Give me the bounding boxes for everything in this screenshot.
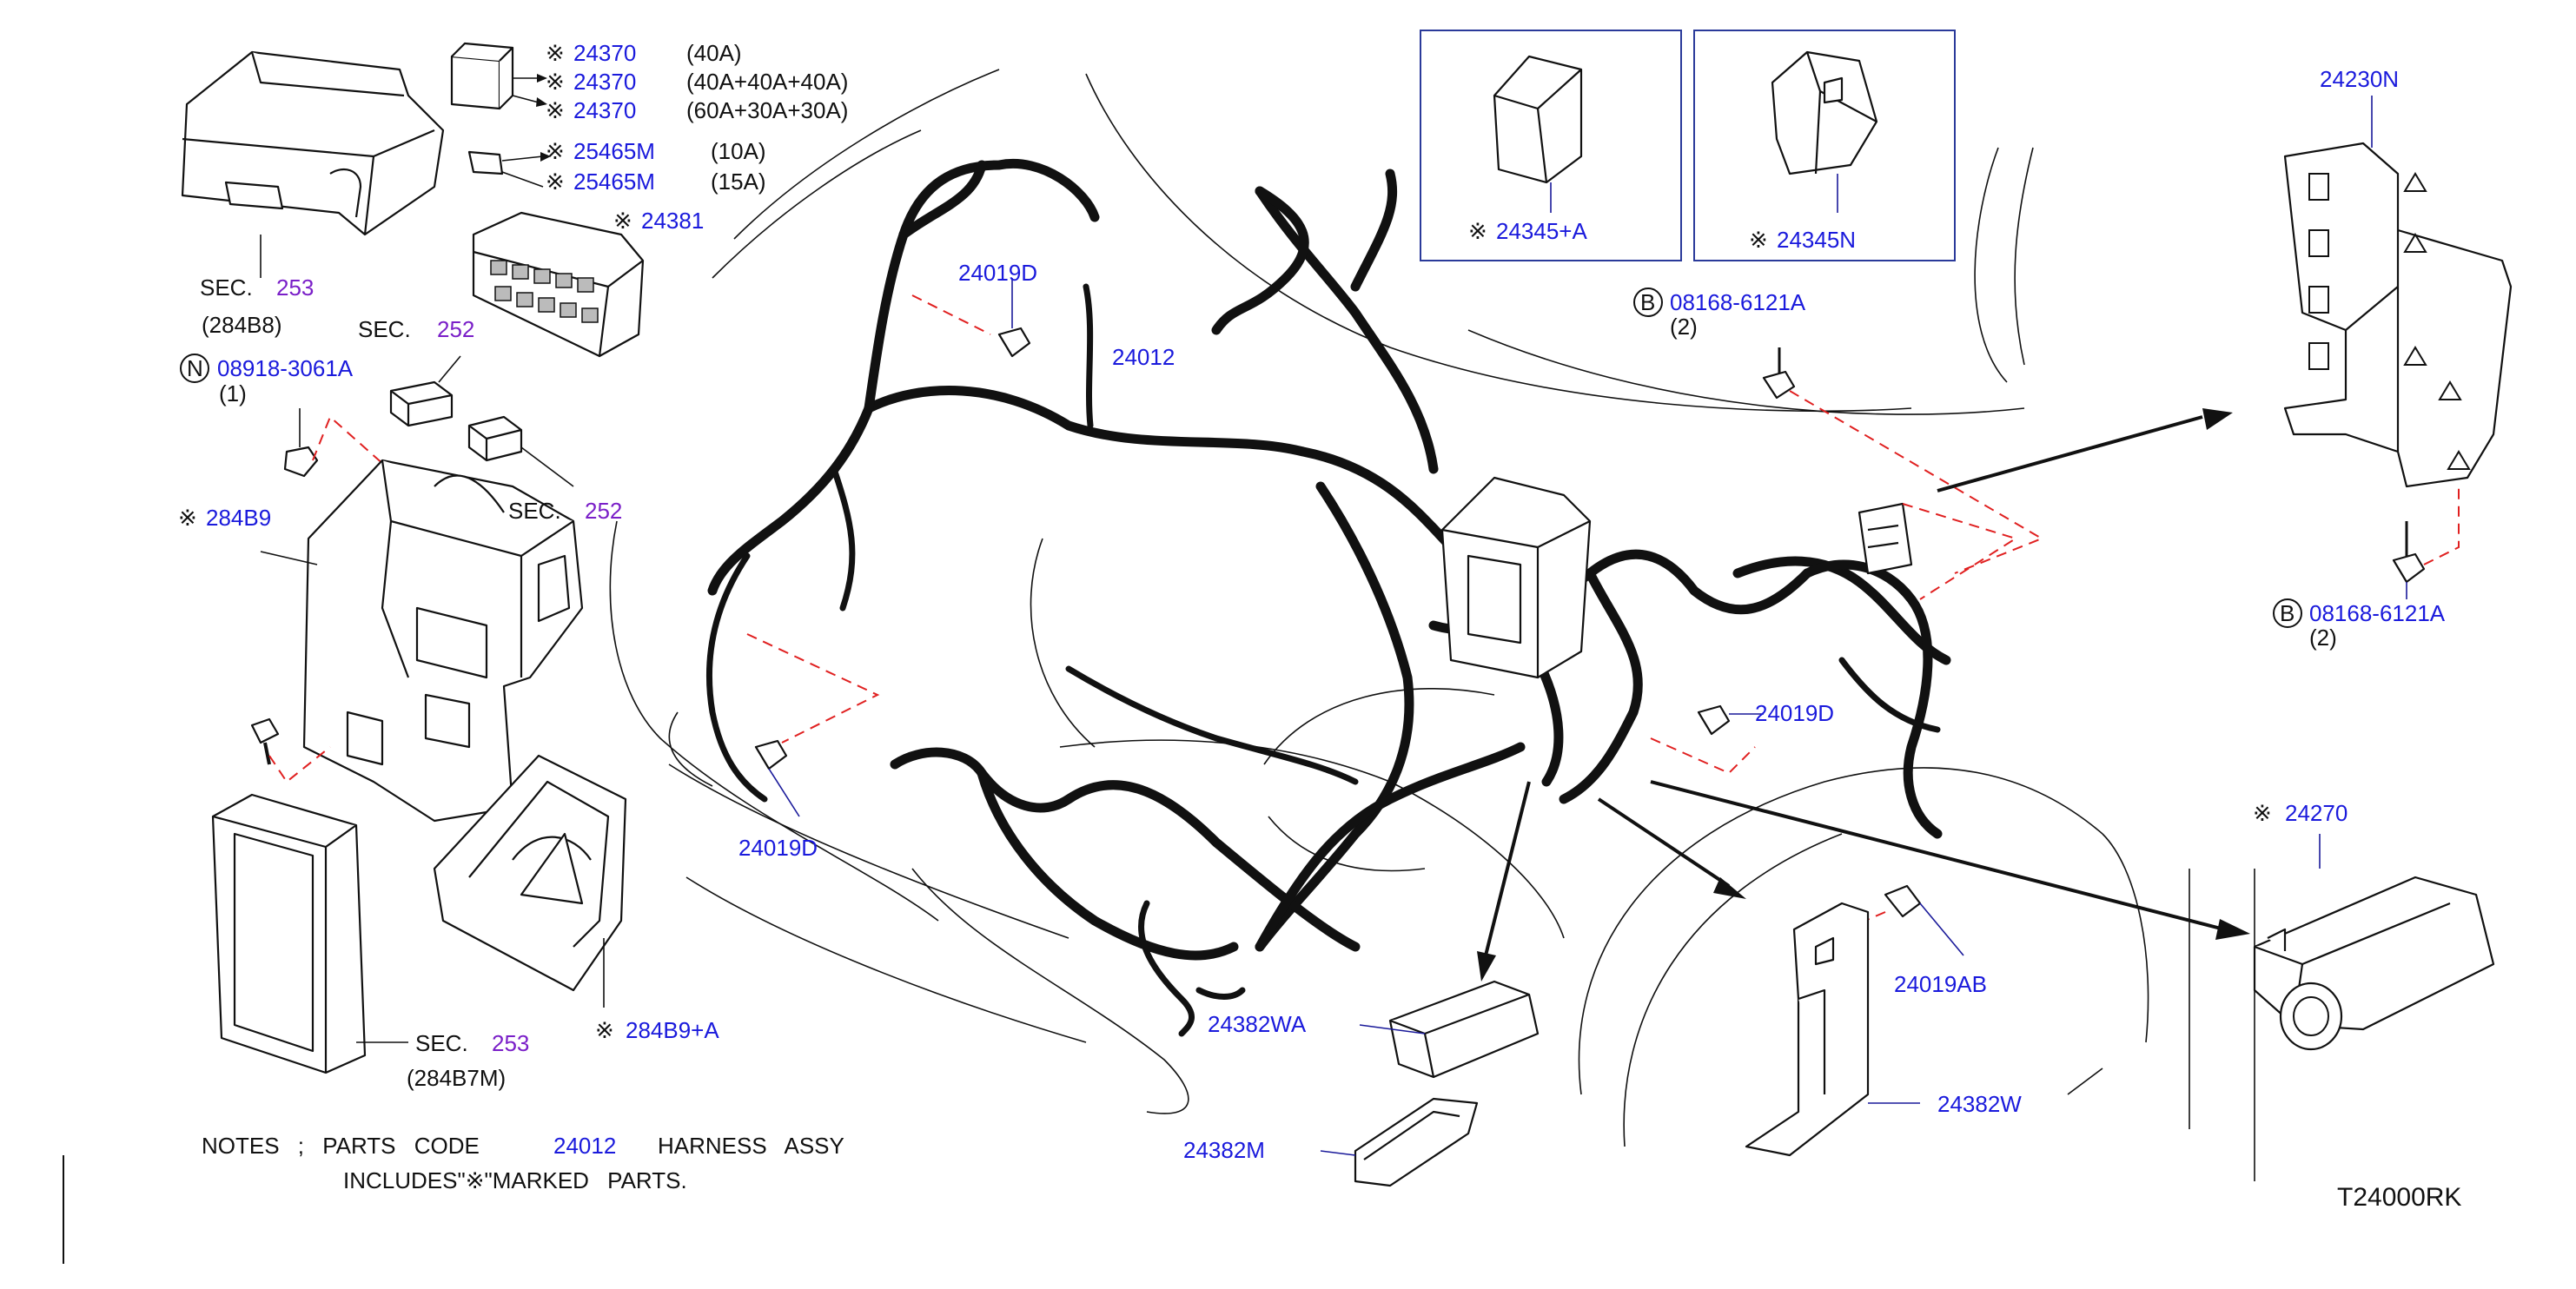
bracket-24382W: [1745, 902, 1920, 1157]
label-08918-3061A[interactable]: 08918-3061A: [217, 355, 354, 381]
sec-253-top[interactable]: 253: [276, 274, 314, 301]
mark: ※: [595, 1017, 614, 1043]
relay-connector-block: [1858, 502, 2018, 600]
mark: ※: [546, 40, 565, 66]
ecm-module: [211, 793, 408, 1074]
circle-b-letter: B: [2280, 600, 2295, 626]
fuse-list-spec-1: (40A): [686, 40, 742, 66]
engine-room-fuse-box: [1440, 476, 1592, 679]
fuse-list-spec-2: (40A+40A+40A): [686, 69, 848, 95]
fuse-list-spec-3: (60A+30A+30A): [686, 97, 848, 123]
sec-label: SEC.: [358, 316, 411, 342]
qty-1: (1): [219, 380, 247, 407]
bracket-24382M: [1320, 1097, 1479, 1187]
circle-b-badge-top: B: [1633, 288, 1663, 317]
ref-284B7M: (284B7M): [407, 1065, 506, 1091]
reference-arrows: [1477, 408, 2250, 982]
sec-label: SEC.: [508, 498, 561, 524]
circle-b-letter: B: [1640, 289, 1655, 315]
inset-box-24345A: [1420, 30, 1682, 261]
blade-fuse: [467, 150, 551, 188]
bracket-24230N: [2283, 96, 2513, 488]
sec-253-bottom[interactable]: 253: [492, 1030, 529, 1056]
mark: ※: [2253, 800, 2272, 826]
label-284B9[interactable]: 284B9: [206, 505, 271, 531]
relay-block: [472, 211, 645, 358]
bolt-24019D-right: [1650, 704, 1764, 775]
fuse-list-num-5[interactable]: 25465M: [573, 169, 655, 195]
fuse-list-num-1[interactable]: 24370: [573, 40, 636, 66]
relay-pair: [389, 355, 574, 487]
label-24019AB[interactable]: 24019AB: [1894, 971, 1987, 997]
mark: ※: [1749, 227, 1768, 253]
ref-284B8: (284B8): [202, 312, 282, 338]
sec-252-mid[interactable]: 252: [585, 498, 622, 524]
label-24019D-right[interactable]: 24019D: [1755, 700, 1834, 726]
mark: ※: [613, 208, 632, 234]
mark: ※: [546, 69, 565, 95]
label-24381[interactable]: 24381: [641, 208, 704, 234]
bolt-24019D-left: [746, 633, 880, 817]
label-284B9A[interactable]: 284B9+A: [626, 1017, 719, 1043]
fusible-link: [450, 42, 547, 110]
fuse-list-spec-5: (15A): [711, 169, 766, 195]
bracket-24382WA: [1359, 980, 1540, 1079]
label-24019D-left[interactable]: 24019D: [738, 835, 818, 861]
label-24270[interactable]: 24270: [2285, 800, 2348, 826]
main-harness-24012: [705, 159, 1951, 1037]
mark: ※: [546, 97, 565, 123]
notes: NOTES ; PARTS CODE 24012 HARNESS ASSY IN…: [202, 1133, 844, 1193]
notes-line-2: INCLUDES"※"MARKED PARTS.: [343, 1167, 687, 1193]
diagram-code: T24000RK: [2337, 1183, 2461, 1212]
label-08168-6121A-top[interactable]: 08168-6121A: [1670, 289, 1806, 315]
inset-box-24345N: [1693, 30, 1956, 261]
fuse-box-housing: [260, 459, 584, 823]
fuse-box-cover: [181, 50, 445, 278]
bolt-08168-right: [2392, 486, 2460, 599]
bolt-left: [250, 717, 331, 783]
lower-housing-tray: [433, 754, 627, 1008]
circle-n-badge: N: [180, 354, 209, 383]
label-24345N[interactable]: 24345N: [1777, 227, 1856, 253]
mark: ※: [546, 169, 565, 195]
label-24382W[interactable]: 24382W: [1937, 1091, 2022, 1117]
label-24230N[interactable]: 24230N: [2320, 66, 2399, 92]
label-24019D-top[interactable]: 24019D: [958, 260, 1037, 286]
sec-label: SEC.: [200, 274, 253, 301]
fuse-list: ※ 24370 (40A) ※ 24370 (40A+40A+40A) ※ 24…: [546, 40, 848, 195]
mark: ※: [1468, 218, 1487, 244]
label-08168-6121A-right[interactable]: 08168-6121A: [2309, 600, 2446, 626]
label-24382WA[interactable]: 24382WA: [1208, 1011, 1307, 1037]
sec-252-top[interactable]: 252: [437, 316, 474, 342]
fuse-list-num-4[interactable]: 25465M: [573, 138, 655, 164]
fuse-list-spec-4: (10A): [711, 138, 766, 164]
fuse-list-num-3[interactable]: 24370: [573, 97, 636, 123]
sec-label: SEC.: [415, 1030, 468, 1056]
bolt-08168-top: [1762, 347, 2044, 574]
label-24345A[interactable]: 24345+A: [1496, 218, 1587, 244]
qty-2-top: (2): [1670, 314, 1698, 340]
protector-24270: [2253, 834, 2495, 1051]
label-24012[interactable]: 24012: [1112, 344, 1175, 370]
fuse-list-num-2[interactable]: 24370: [573, 69, 636, 95]
notes-prefix: NOTES ; PARTS CODE: [202, 1133, 480, 1159]
mark: ※: [178, 505, 197, 531]
qty-2-right: (2): [2309, 625, 2337, 651]
circle-n-letter: N: [187, 355, 203, 381]
mark: ※: [546, 138, 565, 164]
label-24382M[interactable]: 24382M: [1183, 1137, 1265, 1163]
notes-suffix: HARNESS ASSY: [658, 1133, 844, 1159]
circle-b-badge-right: B: [2273, 598, 2302, 628]
bolt-24019D-top: [911, 278, 1031, 358]
notes-code[interactable]: 24012: [553, 1133, 616, 1159]
